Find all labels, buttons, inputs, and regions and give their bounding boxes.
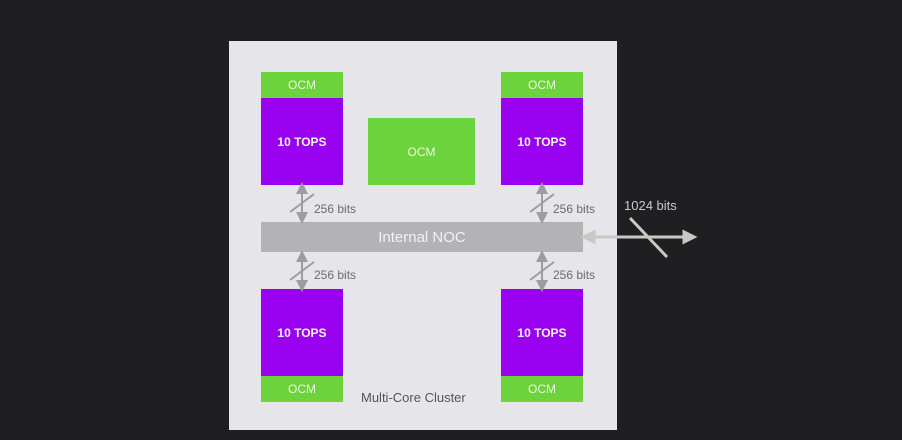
link-label-top-left: 256 bits [314,202,357,216]
external-link [580,216,698,259]
ocm-top-right: OCM [501,72,583,98]
ocm-top-left: OCM [261,72,343,98]
link-top-left [289,182,315,224]
compute-core-bottom-left: 10 TOPS [261,289,343,376]
link-top-right [529,182,555,224]
ocm-bottom-right: OCM [501,376,583,402]
external-link-label: 1024 bits [624,198,677,213]
compute-core-bottom-right: 10 TOPS [501,289,583,376]
ocm-shared-center: OCM [368,118,475,185]
compute-core-top-right: 10 TOPS [501,98,583,185]
link-bottom-right [529,250,555,292]
link-label-top-right: 256 bits [553,202,596,216]
link-bottom-left [289,250,315,292]
compute-core-top-left: 10 TOPS [261,98,343,185]
internal-noc-bus: Internal NOC [261,222,583,252]
ocm-bottom-left: OCM [261,376,343,402]
link-label-bottom-left: 256 bits [314,268,357,282]
cluster-caption: Multi-Core Cluster [361,390,466,405]
link-label-bottom-right: 256 bits [553,268,596,282]
